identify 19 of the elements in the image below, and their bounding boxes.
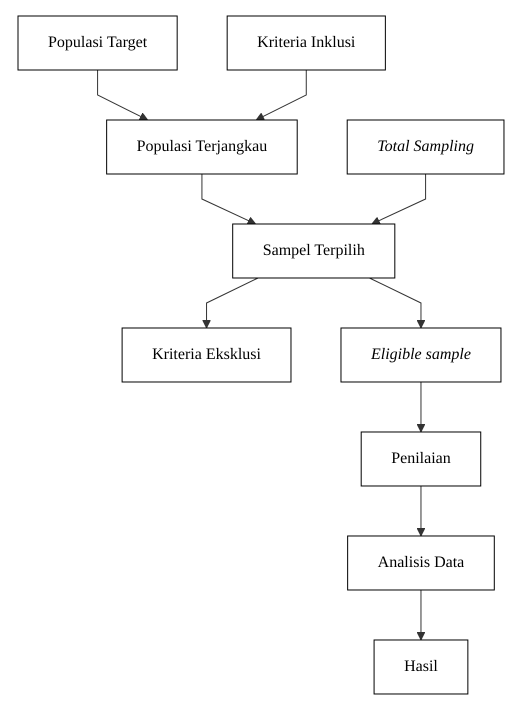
node-box: Penilaian	[360, 431, 481, 486]
node-box: Kriteria Inklusi	[226, 15, 386, 70]
arrow	[416, 485, 425, 536]
node-box: Sampel Terpilih	[232, 223, 395, 278]
arrow	[96, 69, 148, 120]
node-box: Populasi Target	[17, 15, 178, 70]
arrow	[255, 69, 306, 120]
node-box: Total Sampling	[346, 119, 504, 174]
arrow	[200, 173, 256, 224]
node-box: Analisis Data	[346, 535, 494, 590]
node-box: Hasil	[373, 638, 468, 694]
arrow	[202, 277, 258, 328]
arrow	[416, 588, 425, 640]
node-box: Eligible sample	[340, 327, 501, 382]
arrow	[370, 173, 426, 224]
arrow	[368, 277, 425, 328]
arrow	[416, 381, 425, 432]
node-box: Populasi Terjangkau	[106, 119, 298, 174]
node-box: Kriteria Eksklusi	[121, 327, 291, 382]
